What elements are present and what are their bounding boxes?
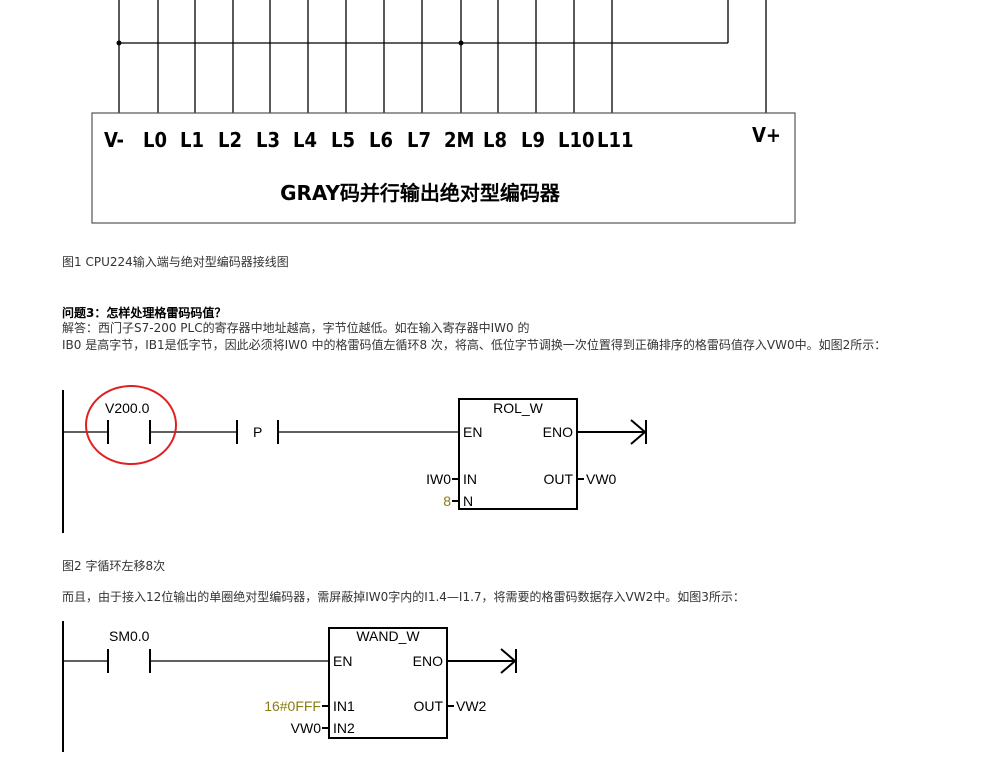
arrow-end-icon <box>500 648 517 674</box>
junction-dot <box>116 40 122 46</box>
terminal-label: L4 <box>293 128 317 152</box>
eno-pin-label: ENO <box>413 653 443 669</box>
terminal-label: L8 <box>483 128 507 152</box>
out-operand: VW2 <box>456 698 487 714</box>
n-operand: 8 <box>443 493 451 509</box>
contact-label: SM0.0 <box>109 628 150 644</box>
rol-w-box <box>458 398 578 510</box>
positive-transition-label: P <box>253 424 262 440</box>
out-pin-label: OUT <box>543 471 573 487</box>
terminal-label: L7 <box>407 128 431 152</box>
eno-pin-label: ENO <box>543 424 573 440</box>
terminal-label: L11 <box>597 128 634 152</box>
terminal-label: L6 <box>369 128 393 152</box>
wand-w-box <box>328 627 448 739</box>
paragraph2: 而且，由于接入12位输出的单圈绝对型编码器，需屏蔽掉IW0字内的I1.4—I1.… <box>62 590 745 604</box>
arrow-end-icon <box>630 419 647 445</box>
normally-open-contact <box>107 649 151 673</box>
contact-label: V200.0 <box>105 400 150 416</box>
in-pin-label: IN <box>463 471 477 487</box>
out-operand: VW0 <box>586 471 617 487</box>
figure1-wiring-diagram: V- L0 L1 L2 L3 L4 L5 L6 L7 2M L8 L9 L10 … <box>91 0 796 224</box>
terminal-wires <box>118 0 767 113</box>
encoder-title: GRAY码并行输出绝对型编码器 <box>280 181 561 205</box>
annotation-circle <box>85 385 177 465</box>
in1-pin-label: IN1 <box>333 698 355 714</box>
box-title: ROL_W <box>493 400 544 416</box>
in-operand: IW0 <box>426 471 451 487</box>
in2-operand: VW0 <box>291 720 322 736</box>
terminal-label: L1 <box>180 128 204 152</box>
out-pin-label: OUT <box>413 698 443 714</box>
n-pin-label: N <box>463 493 473 509</box>
terminal-label: L10 <box>558 128 595 152</box>
figure1-caption: 图1 CPU224输入端与绝对型编码器接线图 <box>62 255 289 269</box>
positive-transition-contact <box>236 420 279 444</box>
terminal-label: L2 <box>218 128 242 152</box>
en-pin-label: EN <box>333 653 352 669</box>
terminal-label: L9 <box>521 128 545 152</box>
en-pin-label: EN <box>463 424 482 440</box>
terminal-label: L5 <box>331 128 355 152</box>
figure2-caption: 图2 字循环左移8次 <box>62 559 166 573</box>
question3-title: 问题3：怎样处理格雷码码值？ <box>62 306 227 320</box>
junction-dot <box>458 40 464 46</box>
question3-answer-line1: 解答：西门子S7-200 PLC的寄存器中地址越高，字节位越低。如在输入寄存器中… <box>62 321 530 335</box>
terminal-label: 2M <box>444 128 474 152</box>
terminal-label: V- <box>104 128 124 152</box>
terminal-label: L3 <box>256 128 280 152</box>
terminal-label: V+ <box>752 123 781 147</box>
normally-open-contact <box>107 420 151 444</box>
terminal-label: L0 <box>143 128 167 152</box>
box-title: WAND_W <box>356 628 420 644</box>
question3-answer-line2: IB0 是高字节，IB1是低字节，因此必须将IW0 中的格雷码值左循环8 次，将… <box>62 338 887 352</box>
in2-pin-label: IN2 <box>333 720 355 736</box>
in1-operand: 16#0FFF <box>264 698 321 714</box>
encoder-box <box>91 112 796 224</box>
